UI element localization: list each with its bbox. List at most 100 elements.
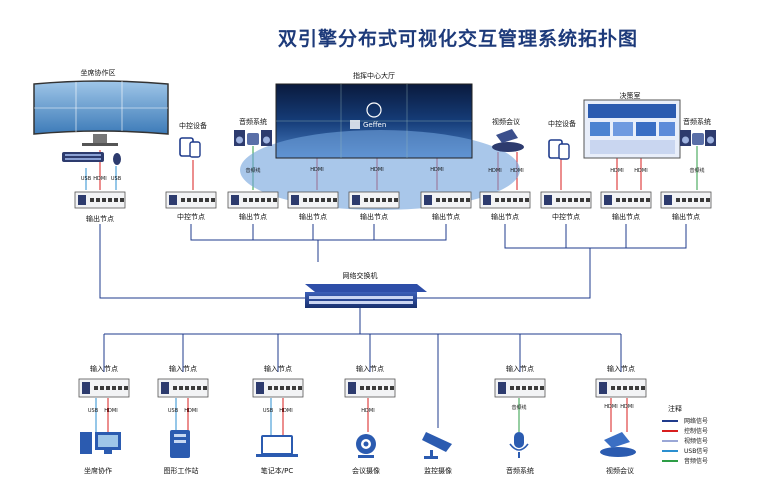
top-node-label: 输出节点 xyxy=(491,213,519,221)
legend-label: USB信号 xyxy=(684,448,709,455)
seat-area-label: 坐席协作区 xyxy=(80,69,116,77)
legend-label: 视频信号 xyxy=(684,438,709,445)
device-label: 音频系统 xyxy=(506,467,534,475)
top-node-label: 中控节点 xyxy=(552,213,580,221)
legend-title: 注释 xyxy=(668,405,682,413)
output-node-box xyxy=(420,191,472,209)
central-control-tablet-icon-2 xyxy=(548,139,570,160)
signal-label: HDMI xyxy=(620,404,634,410)
central-control-label-1: 中控设备 xyxy=(179,122,207,130)
laptop-icon xyxy=(256,435,298,457)
legend-label: 音频信号 xyxy=(684,458,709,465)
signal-label: HDMI xyxy=(510,168,524,174)
webcam-icon xyxy=(356,434,376,458)
signal-label: HDMI xyxy=(634,168,648,174)
signal-label: 音频线 xyxy=(511,405,527,411)
output-node-box xyxy=(227,191,279,209)
top-node-label: 输出节点 xyxy=(299,213,327,221)
node-boxes xyxy=(74,191,712,398)
cctv-camera-icon xyxy=(422,432,452,459)
top-node-label: 输出节点 xyxy=(432,213,460,221)
network-lines xyxy=(99,224,687,428)
legend-label: 网络信号 xyxy=(684,418,709,425)
bottom-node-label: 输入节点 xyxy=(90,365,118,373)
input-node-box xyxy=(494,378,546,398)
command-hall-label: 指挥中心大厅 xyxy=(353,72,395,80)
top-node-label: 输出节点 xyxy=(239,213,267,221)
signal-label: HDMI xyxy=(370,167,384,173)
top-node-label: 中控节点 xyxy=(177,213,205,221)
signal-label: HDMI xyxy=(104,408,118,414)
device-label: 会议摄像 xyxy=(352,467,380,475)
top-node-label: 输出节点 xyxy=(672,213,700,221)
bottom-node-label: 输入节点 xyxy=(607,365,635,373)
legend-swatch xyxy=(662,460,678,462)
output-node-box xyxy=(165,191,217,209)
input-node-box xyxy=(252,378,304,398)
output-node-box xyxy=(600,191,652,209)
signal-label: HDMI xyxy=(361,408,375,414)
signal-label: USB xyxy=(262,408,274,414)
video-wall-brand: Geffen xyxy=(363,121,386,129)
legend-swatch xyxy=(662,420,678,422)
signal-label: USB xyxy=(87,408,99,414)
output-node-box xyxy=(287,191,339,209)
input-node-box xyxy=(78,378,130,398)
output-node-box xyxy=(74,191,126,209)
bottom-node-label: 输入节点 xyxy=(264,365,292,373)
pc-icon xyxy=(80,432,121,454)
top-node-label: 输出节点 xyxy=(612,213,640,221)
signal-label: USB xyxy=(80,176,92,182)
device-label: 坐席协作 xyxy=(84,467,112,475)
input-node-box xyxy=(157,378,209,398)
output-node-box xyxy=(348,191,400,209)
device-label: 监控摄像 xyxy=(424,467,452,475)
signal-label: USB xyxy=(110,176,122,182)
signal-label: HDMI xyxy=(604,404,618,410)
legend-label: 控制信号 xyxy=(684,428,709,435)
input-node-box xyxy=(344,378,396,398)
video-conference-icon-top xyxy=(492,129,524,152)
speaker-icon-2 xyxy=(680,130,716,146)
device-label: 视频会议 xyxy=(606,467,634,475)
keyboard-icon xyxy=(62,152,104,162)
legend-swatch xyxy=(662,440,678,442)
input-node-box xyxy=(595,378,647,398)
decision-room-label: 决策室 xyxy=(619,92,641,100)
bottom-node-label: 输入节点 xyxy=(506,365,534,373)
device-label: 笔记本/PC xyxy=(260,467,294,475)
video-conf-label: 视频会议 xyxy=(492,118,520,126)
speaker-icon-1 xyxy=(234,130,272,146)
legend-swatch xyxy=(662,450,678,452)
top-node-label: 输出节点 xyxy=(360,213,388,221)
signal-label: HDMI xyxy=(430,167,444,173)
signal-label: HDMI xyxy=(610,168,624,174)
legend-swatch xyxy=(662,430,678,432)
audio-system-label-2: 音频系统 xyxy=(683,118,711,126)
decision-room-display xyxy=(583,99,681,159)
microphone-icon xyxy=(509,432,529,458)
output-node-box xyxy=(540,191,592,209)
output-node-box xyxy=(479,191,531,209)
conference-camera-icon xyxy=(600,432,636,457)
signal-label: HDMI xyxy=(310,167,324,173)
signal-lines-bottom xyxy=(95,398,628,436)
bottom-node-label: 输入节点 xyxy=(356,365,384,373)
signal-label: 音频线 xyxy=(689,168,705,174)
top-node-label: 输出节点 xyxy=(86,215,114,223)
diagram-title: 双引擎分布式可视化交互管理系统拓扑图 xyxy=(278,28,639,50)
signal-label: HDMI xyxy=(279,408,293,414)
signal-label: HDMI xyxy=(488,168,502,174)
audio-system-label-1: 音频系统 xyxy=(239,118,267,126)
output-node-box xyxy=(660,191,712,209)
switch-label: 网络交换机 xyxy=(342,272,378,280)
network-switch xyxy=(305,284,427,308)
seat-area-monitor xyxy=(33,80,169,146)
signal-label: USB xyxy=(167,408,179,414)
mouse-icon xyxy=(113,153,121,165)
central-control-label-2: 中控设备 xyxy=(548,120,576,128)
bottom-node-label: 输入节点 xyxy=(169,365,197,373)
signal-label: 音频线 xyxy=(245,168,261,174)
